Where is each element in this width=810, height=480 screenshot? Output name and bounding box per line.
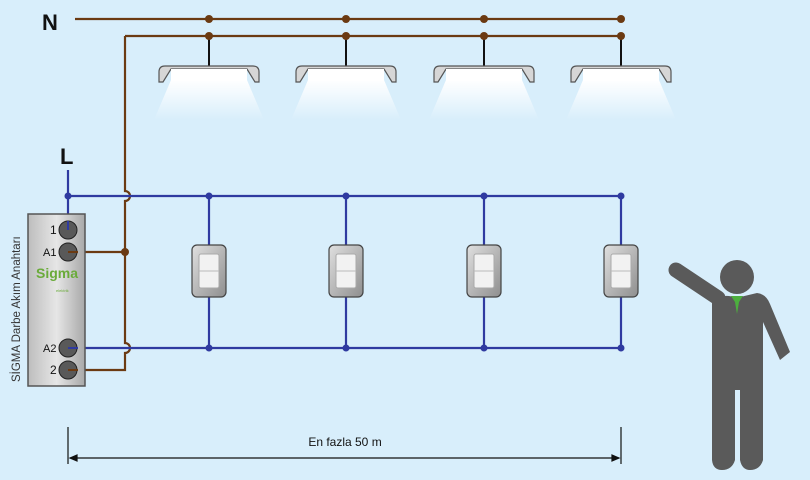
lamps <box>154 15 676 120</box>
push-button-switch <box>328 192 364 352</box>
push-button-switch <box>466 192 502 352</box>
push-button-switch <box>191 192 227 352</box>
lamp-housing <box>433 65 535 83</box>
light-beam <box>154 80 264 120</box>
push-button-switch <box>603 192 639 352</box>
lamp-housing <box>158 65 260 83</box>
light-beam <box>429 80 539 120</box>
lamp-diffuser <box>583 69 659 81</box>
light-beam <box>291 80 401 120</box>
junction-dot <box>342 192 350 200</box>
person-icon <box>668 260 790 470</box>
dimension-label: En fazla 50 m <box>308 435 381 449</box>
lamp-diffuser <box>446 69 522 81</box>
lamp-diffuser <box>308 69 384 81</box>
lamp-diffuser <box>171 69 247 81</box>
ceiling-lamp <box>566 15 676 120</box>
junction-dot <box>617 192 625 200</box>
junction-dot <box>480 192 488 200</box>
relay-brand-sub: elektrik <box>56 288 69 293</box>
junction-dot <box>480 344 488 352</box>
live-label: L <box>60 144 73 169</box>
junction-dot <box>342 344 350 352</box>
switches <box>191 192 639 352</box>
junction-dot <box>205 192 213 200</box>
ceiling-lamp <box>154 15 264 120</box>
junction-dot <box>64 192 72 200</box>
ceiling-lamp <box>429 15 539 120</box>
terminal-1-label: 1 <box>50 223 57 237</box>
light-beam <box>566 80 676 120</box>
dimension-line <box>67 427 622 464</box>
lamp-housing <box>570 65 672 83</box>
junction-dot <box>617 344 625 352</box>
ceiling-lamp <box>291 15 401 120</box>
terminal-a1-label: A1 <box>43 247 56 259</box>
neutral-label: N <box>42 10 58 35</box>
terminal-a2-label: A2 <box>43 343 56 355</box>
junction-dot <box>121 248 129 256</box>
junction-dot <box>205 344 213 352</box>
relay-title: SİGMA Darbe Akım Anahtarı <box>10 236 23 382</box>
impulse-relay: SİGMA Darbe Akım Anahtarı Sigma elektrik… <box>10 213 86 387</box>
brown-wires <box>68 17 621 372</box>
terminal-2-label: 2 <box>50 363 57 377</box>
lamp-housing <box>295 65 397 83</box>
relay-brand-logo: Sigma <box>36 265 78 281</box>
